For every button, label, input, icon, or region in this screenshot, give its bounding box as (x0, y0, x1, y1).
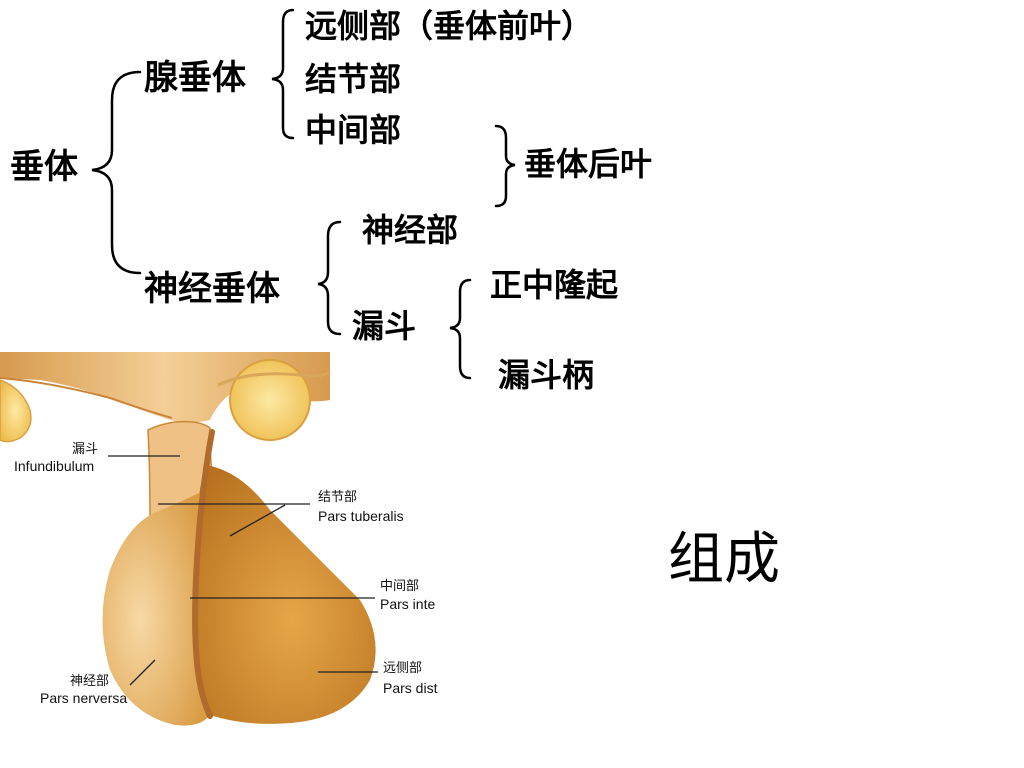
label-adenohypophysis: 腺垂体 (144, 58, 246, 98)
fig-nervosa-en: Pars nerversa (40, 690, 128, 706)
label-infundibular-stalk: 漏斗柄 (498, 356, 595, 394)
fig-intermedia-cn: 中间部 (380, 579, 420, 594)
label-neurohypophysis: 神经垂体 (144, 269, 280, 309)
infund-bracket (449, 278, 472, 380)
root-bracket (91, 70, 142, 275)
label-pars-intermedia: 中间部 (305, 111, 402, 149)
left-structure (0, 379, 32, 443)
adeno-bracket (271, 8, 295, 140)
fig-tuberalis-en: Pars tuberalis (318, 508, 404, 524)
optic-chiasm (229, 359, 311, 441)
pars-distalis (190, 465, 376, 724)
fig-tuberalis-cn: 结节部 (318, 490, 358, 505)
label-posterior-lobe: 垂体后叶 (524, 145, 653, 183)
pars-nervosa (102, 490, 210, 726)
posterior-bracket (494, 124, 516, 208)
fig-infundibulum-en: Infundibulum (14, 458, 95, 474)
fig-intermedia-en: Pars inte (380, 596, 436, 612)
label-pars-nervosa: 神经部 (362, 211, 459, 249)
label-infundibulum: 漏斗 (352, 307, 417, 345)
leader-nervosa (129, 659, 156, 686)
label-pars-distalis: 远侧部（垂体前叶） (305, 7, 594, 45)
fig-infundibulum-cn: 漏斗 (72, 442, 99, 457)
label-hypophysis: 垂体 (10, 147, 78, 187)
fig-nervosa-cn: 神经部 (70, 674, 110, 689)
label-median-eminence: 正中隆起 (490, 266, 619, 304)
fig-distalis-en: Pars dist (383, 680, 438, 696)
caption-composition: 组成 (668, 527, 780, 592)
label-pars-tuberalis: 结节部 (305, 60, 402, 98)
pars-intermedia-divider (192, 429, 215, 719)
neuro-bracket (317, 220, 342, 336)
leader-tuberalis-b (229, 504, 286, 537)
fig-distalis-cn: 远侧部 (383, 661, 423, 676)
